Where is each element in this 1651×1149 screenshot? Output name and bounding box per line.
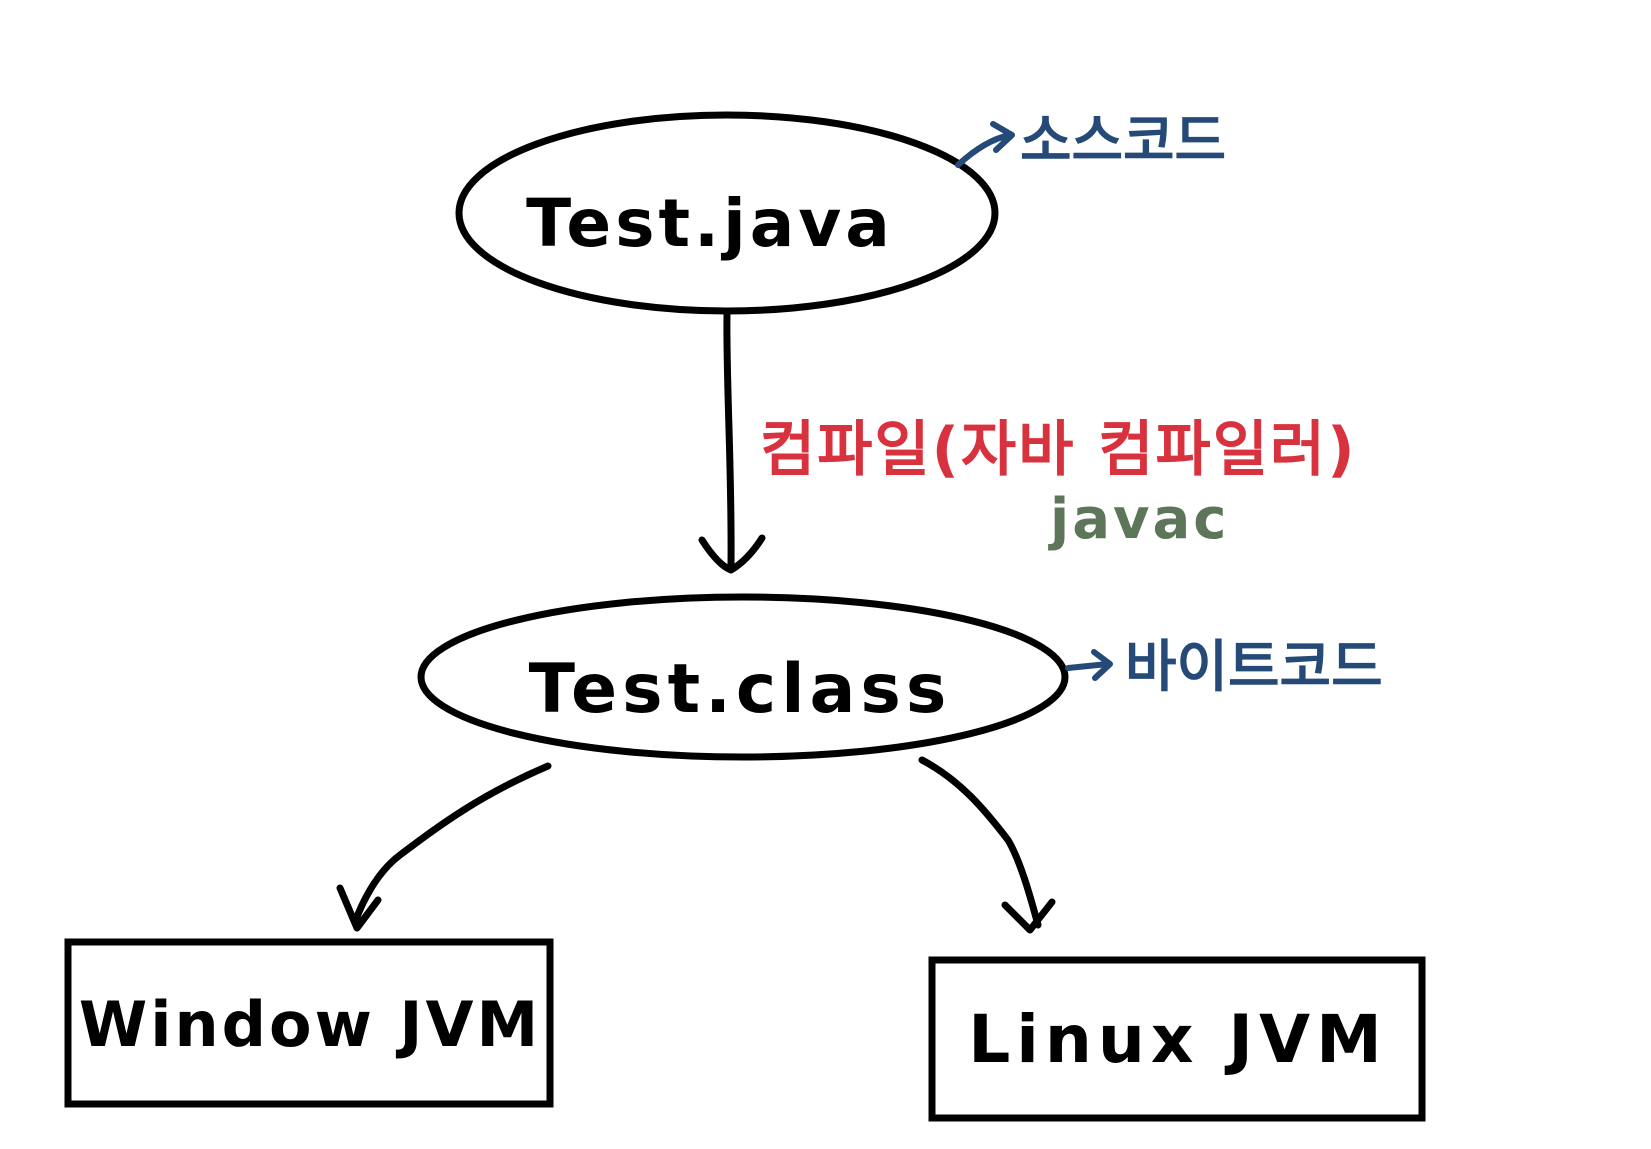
window-jvm-box [64,938,554,1108]
source-code-arrowhead [990,121,1015,153]
window-jvm-node: Window JVM [64,938,554,1108]
source-file-ellipse [455,111,999,315]
window-jvm-arrowhead [336,884,382,932]
class-file-ellipse [417,593,1069,761]
javac-label: javac [1048,487,1229,552]
linux-jvm-node: Linux JVM [928,956,1426,1122]
bytecode-label: 바이트코드 [1125,635,1383,700]
bytecode-arrow [1065,661,1111,671]
linux-jvm-box [928,956,1426,1122]
window-jvm-label: Window JVM [79,988,541,1061]
compile-arrow [698,311,766,574]
window-jvm-arrow [336,762,552,932]
linux-jvm-arrow [918,756,1056,934]
linux-jvm-label: Linux JVM [968,1001,1388,1078]
linux-jvm-arrowhead [1001,898,1056,934]
bytecode-annotation: 바이트코드 [1065,635,1383,700]
source-code-annotation: 소스코드 [955,109,1226,174]
class-file-node: Test.class [417,593,1069,761]
compile-label: 컴파일(자바 컴파일러) [760,415,1357,485]
compile-arrowhead [698,534,766,574]
window-jvm-arrow-line [351,762,552,926]
source-code-arrow [955,132,1013,168]
bytecode-arrowhead [1091,649,1113,681]
linux-jvm-arrow-line [918,756,1042,929]
class-file-label: Test.class [529,650,952,729]
source-code-label: 소스코드 [1020,109,1226,174]
source-file-node: Test.java [455,111,999,315]
compile-arrow-line [723,311,735,569]
source-file-label: Test.java [526,185,894,262]
